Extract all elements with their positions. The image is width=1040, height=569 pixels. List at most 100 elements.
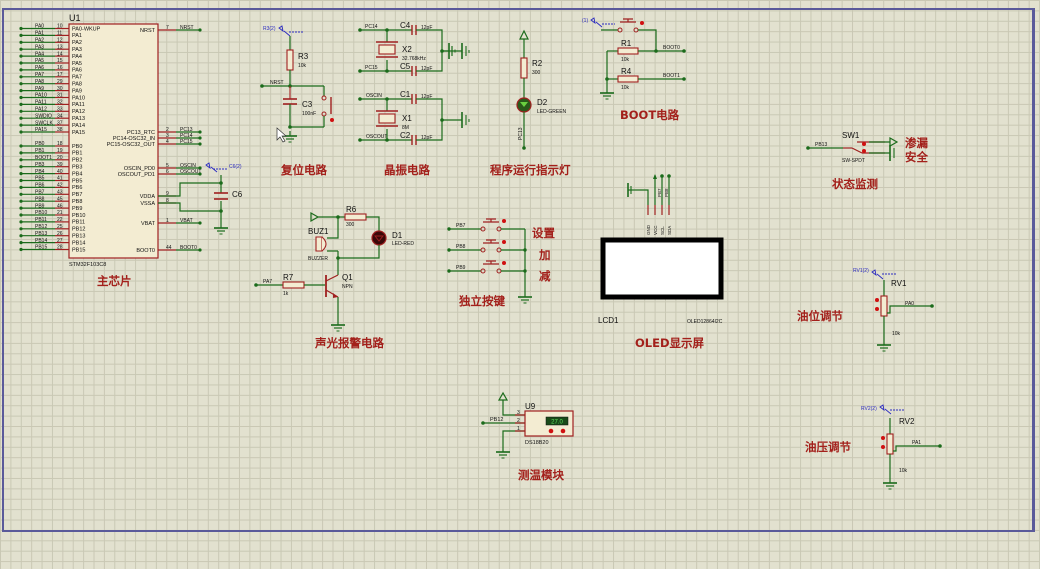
power-arrow-icon [889, 136, 899, 148]
oled-pin: SCL [660, 226, 665, 235]
r3-probe[interactable]: R3(2) [263, 26, 276, 32]
pin-number: 41 [57, 176, 63, 182]
pin-number: 37 [57, 120, 63, 126]
pin-name: PB7 [72, 192, 82, 198]
sw1-ref: SW1 [842, 131, 860, 140]
temp-sensor-u9[interactable]: PB12 3VCC2DQ1GND 27.0 U9 DS18B20 [481, 391, 574, 459]
rv1-probe[interactable]: RV1(2) [853, 268, 869, 274]
pin-number: 4 [166, 139, 169, 145]
capacitor-c6[interactable]: C6 C6(2) [158, 162, 243, 235]
c6-probe[interactable]: C6(2) [229, 164, 242, 170]
alarm-circuit[interactable]: R6 300 D1 LED-RED BUZ1 BUZZER PA7 R7 1k … [254, 205, 414, 332]
rv2-ref: RV2 [899, 417, 915, 426]
status-switch-sw1[interactable]: SW1 PB13 SW-SPDT [806, 131, 899, 164]
r3-value: 10k [298, 63, 307, 69]
pin-net: PA8 [35, 79, 44, 85]
reset-title: 复位电路 [280, 163, 327, 177]
c3-ref: C3 [302, 100, 313, 109]
r4-ref: R4 [621, 67, 632, 76]
run-led-circuit[interactable]: R2 300 D2 LED-GREEN PC13 [516, 29, 567, 150]
pin-net: PB14 [35, 238, 47, 244]
crystal-circuit[interactable]: PC14 PC15 X2 32.768kHz C4 12pF C5 12pF O… [358, 21, 470, 145]
pin-number: 12 [57, 38, 63, 44]
potentiometer-rv2[interactable]: RV2(2) RV2 PA1 10k [861, 404, 942, 490]
rv2-probe[interactable]: RV2(2) [861, 406, 877, 412]
oled-part: OLED12864I2C [687, 319, 723, 325]
boot-circuit[interactable]: (1) R1 10k BOOT0 R4 10k BOOT1 [582, 17, 686, 100]
key-label-set: 设置 [532, 226, 555, 240]
push-button[interactable]: PB8 [447, 239, 527, 253]
resistor-r3 [286, 49, 294, 71]
net-pc15: PC15 [365, 65, 378, 71]
pin-net: PB1 [35, 148, 45, 154]
pin-name: VBAT [141, 221, 156, 227]
pin-net: OSCIN [180, 163, 196, 169]
temp-down-button[interactable] [548, 428, 554, 434]
pin-name: PB15 [72, 247, 85, 253]
pin-number: 20 [57, 155, 63, 161]
push-button[interactable]: PB7 [447, 218, 525, 232]
reset-circuit[interactable]: R3(2) R3 10k NRST C3 100nF [260, 25, 334, 143]
potentiometer-rv1[interactable]: RV1(2) RV1 PA0 10k [853, 268, 934, 352]
pin-number: 11 [57, 31, 62, 37]
net-oscin: OSCIN [366, 93, 382, 99]
push-button[interactable]: PB9 [447, 260, 527, 274]
pin-net: PA2 [35, 38, 44, 44]
pin-number: 2 [166, 127, 169, 133]
c1-ref: C1 [400, 90, 411, 99]
pin-name: OSCIN_PD0 [124, 166, 155, 172]
pin-number: 7 [166, 25, 169, 31]
pin-net: NRST [180, 25, 194, 31]
boot-probe[interactable]: (1) [582, 18, 588, 24]
push-button-icon [483, 218, 499, 223]
pin-name: OSCOUT_PD1 [118, 172, 155, 178]
pin-net: PB10 [35, 210, 47, 216]
pin-number: 10 [57, 24, 63, 30]
temp-up-button[interactable] [560, 428, 566, 434]
